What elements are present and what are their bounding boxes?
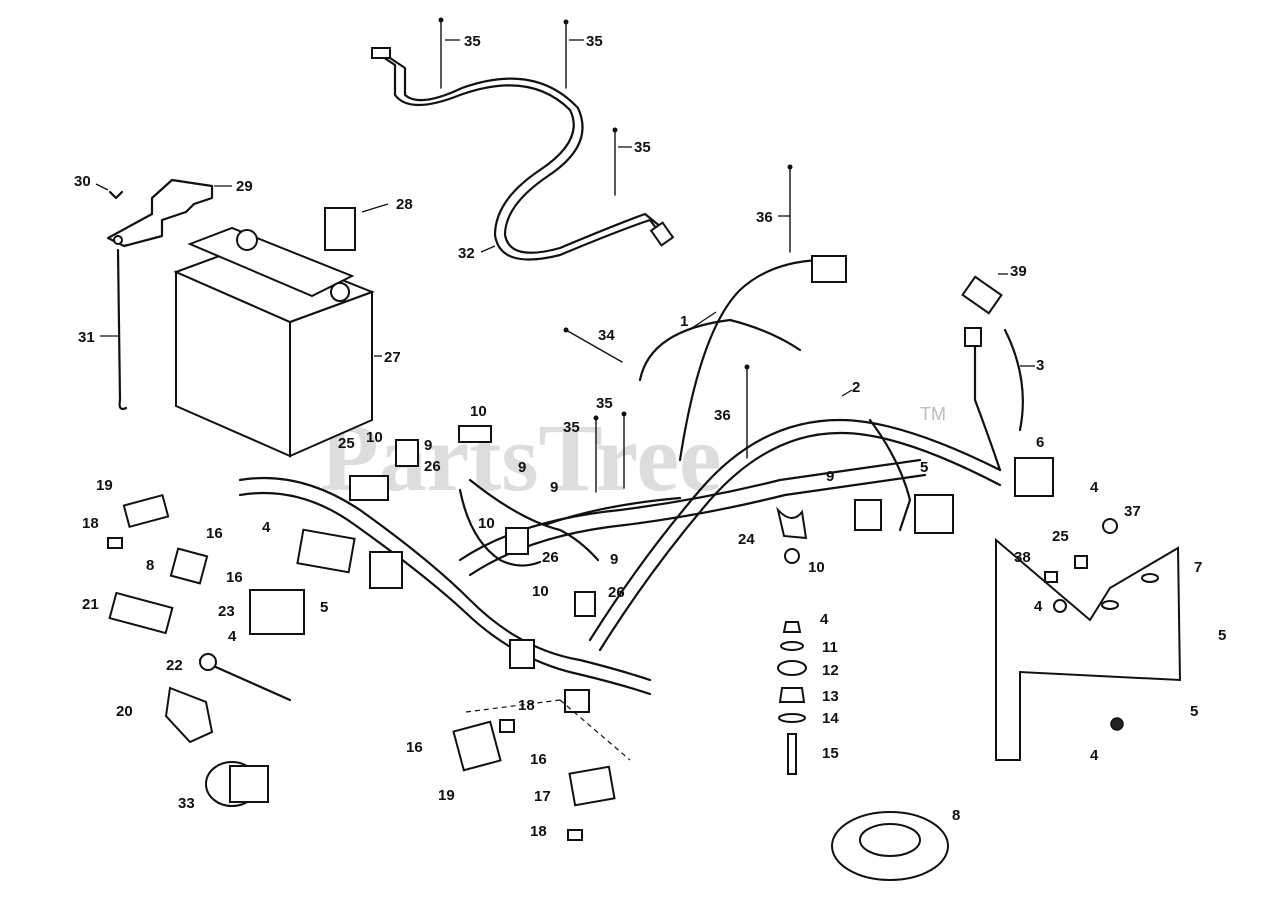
- stud-stack: [776, 506, 808, 775]
- callout-7: 7: [1194, 559, 1202, 576]
- callout-17: 17: [534, 788, 551, 805]
- callout-8: 8: [146, 557, 154, 574]
- battery-bracket: [106, 178, 214, 411]
- callout-9: 9: [518, 459, 526, 476]
- callout-10: 10: [808, 559, 825, 576]
- callout-4: 4: [1034, 598, 1043, 615]
- callout-35: 35: [586, 33, 603, 50]
- callout-4: 4: [1090, 747, 1099, 764]
- callout-16: 16: [530, 751, 547, 768]
- callout-13: 13: [822, 688, 839, 705]
- callout-10: 10: [366, 429, 383, 446]
- grommet: [831, 811, 949, 881]
- callout-36: 36: [756, 209, 773, 226]
- callout-33: 33: [178, 795, 195, 812]
- callout-22: 22: [166, 657, 183, 674]
- callout-21: 21: [82, 596, 99, 613]
- callout-4: 4: [1090, 479, 1099, 496]
- callout-8: 8: [952, 807, 960, 824]
- callout-31: 31: [78, 329, 95, 346]
- callout-4: 4: [262, 519, 271, 536]
- cable-ties: [438, 17, 793, 493]
- cable-32: [371, 47, 675, 261]
- callout-25: 25: [338, 435, 355, 452]
- callout-10: 10: [532, 583, 549, 600]
- callout-3: 3: [1036, 357, 1044, 374]
- callout-35: 35: [634, 139, 651, 156]
- callout-16: 16: [226, 569, 243, 586]
- callout-16: 16: [406, 739, 423, 756]
- callout-18: 18: [82, 515, 99, 532]
- callout-27: 27: [384, 349, 401, 366]
- leader-lines: [95, 39, 1035, 397]
- callout-14: 14: [822, 710, 839, 727]
- callout-23: 23: [218, 603, 235, 620]
- callout-26: 26: [608, 584, 625, 601]
- callout-30: 30: [74, 173, 91, 190]
- lower-components: [452, 699, 631, 841]
- callout-5: 5: [1190, 703, 1198, 720]
- callout-18: 18: [530, 823, 547, 840]
- callout-5: 5: [1218, 627, 1226, 644]
- callout-34: 34: [598, 327, 615, 344]
- battery: [173, 207, 375, 458]
- callout-29: 29: [236, 178, 253, 195]
- callout-26: 26: [542, 549, 559, 566]
- battery-cables: [395, 425, 682, 617]
- callout-6: 6: [1036, 434, 1044, 451]
- callout-5: 5: [320, 599, 328, 616]
- callout-35: 35: [563, 419, 580, 436]
- callout-10: 10: [470, 403, 487, 420]
- callout-11: 11: [822, 639, 838, 656]
- callout-25: 25: [1052, 528, 1069, 545]
- callout-19: 19: [438, 787, 455, 804]
- callout-9: 9: [826, 468, 834, 485]
- callout-18: 18: [518, 697, 535, 714]
- callout-26: 26: [424, 458, 441, 475]
- callout-36: 36: [714, 407, 731, 424]
- callout-10: 10: [478, 515, 495, 532]
- callout-37: 37: [1124, 503, 1141, 520]
- callout-2: 2: [852, 379, 860, 396]
- callout-9: 9: [550, 479, 558, 496]
- callout-19: 19: [96, 477, 113, 494]
- callout-39: 39: [1010, 263, 1027, 280]
- callout-4: 4: [820, 611, 829, 628]
- left-components: [107, 493, 356, 807]
- callout-15: 15: [822, 745, 839, 762]
- main-harness: [238, 255, 1054, 713]
- watermark-trademark: TM: [920, 404, 946, 424]
- callout-16: 16: [206, 525, 223, 542]
- callout-9: 9: [610, 551, 618, 568]
- mounting-plate: [995, 518, 1182, 761]
- callout-35: 35: [464, 33, 481, 50]
- callout-1: 1: [680, 313, 688, 330]
- callout-24: 24: [738, 531, 755, 548]
- callout-20: 20: [116, 703, 133, 720]
- callout-35: 35: [596, 395, 613, 412]
- callout-9: 9: [424, 437, 432, 454]
- callout-28: 28: [396, 196, 413, 213]
- callout-labels: 35 35 35 35 35 30 29 28 36 36 32 39 1 34…: [74, 33, 1226, 840]
- callout-4: 4: [228, 628, 237, 645]
- callout-12: 12: [822, 662, 839, 679]
- callout-5: 5: [920, 459, 928, 476]
- callout-38: 38: [1014, 549, 1031, 566]
- callout-32: 32: [458, 245, 475, 262]
